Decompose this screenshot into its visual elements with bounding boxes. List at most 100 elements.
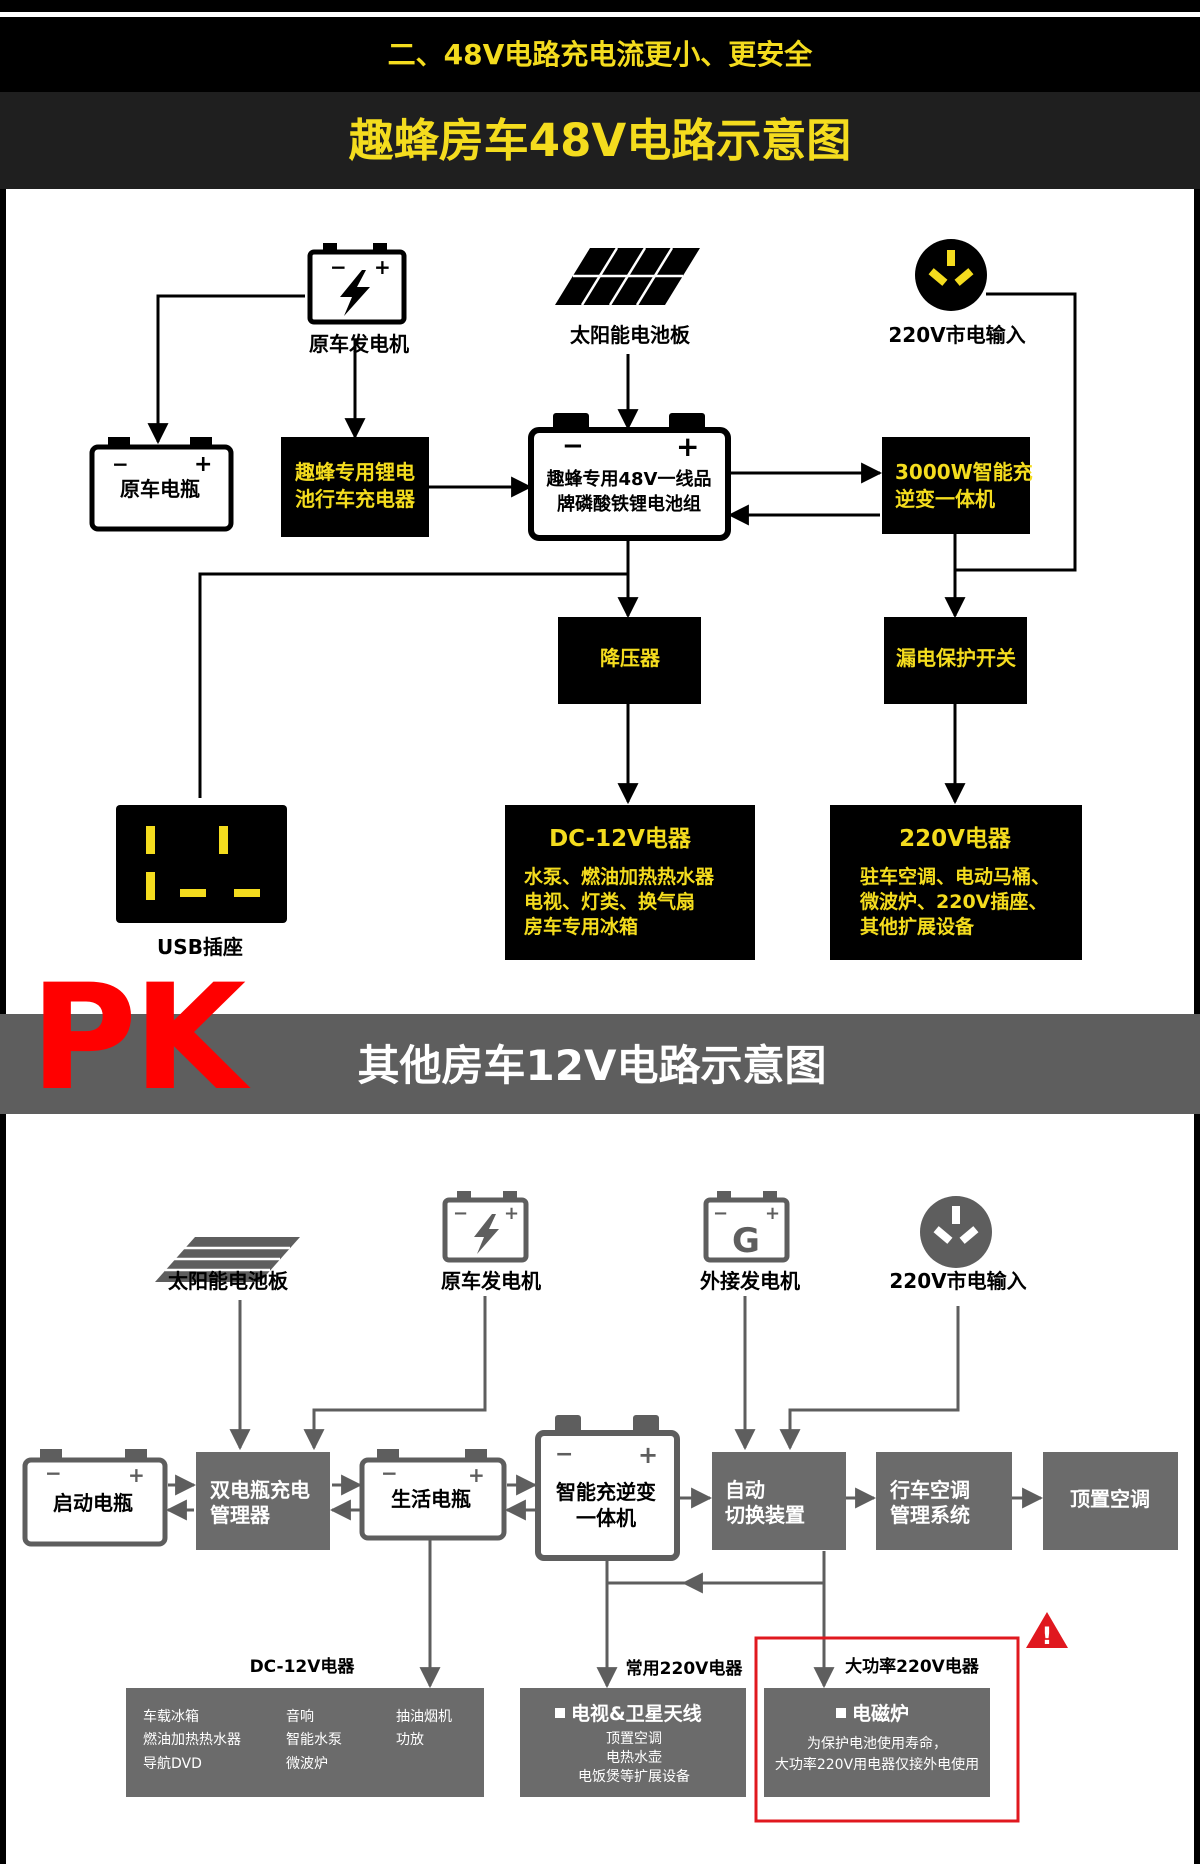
solar-panel-icon [555,247,700,306]
usb-socket-label: USB插座 [157,935,243,959]
high-power-note: 大功率220V用电器仅接外电使用 [775,1756,979,1773]
dc12-item: 抽油烟机 [396,1709,452,1725]
high-power-heading: 大功率220V电器 [845,1656,980,1677]
svg-text:+: + [676,430,699,463]
svg-text:−: − [330,255,347,279]
start-battery: − + 启动电瓶 [22,1449,168,1547]
top-dc12-line: 水泵、燃油加热热水器 [524,865,715,888]
top-dc12-title: DC-12V电器 [549,826,692,852]
svg-text:−: − [45,1461,62,1485]
svg-text:+: + [194,452,212,477]
top-charger-line2: 池行车充电器 [295,487,416,511]
house-battery-label: 生活电瓶 [391,1487,471,1511]
top-ac220-box: 220V电器 驻车空调、电动马桶、 微波炉、220V插座、 其他扩展设备 [830,805,1082,960]
top-dc12-line: 电视、灯类、换气扇 [524,890,695,913]
dc12-item: 燃油加热热水器 [143,1731,241,1748]
bottom-alternator-label: 原车发电机 [441,1269,541,1293]
top-car-battery: − + 原车电瓶 [89,437,234,532]
top-ac220-title: 220V电器 [899,826,1012,852]
top-ac220-line: 其他扩展设备 [860,915,975,938]
dual-charger-line2: 管理器 [210,1503,271,1527]
svg-text:+: + [468,1463,485,1487]
common-220v-line: 顶置空调 [606,1731,662,1747]
bottom-dc12-box: 车载冰箱 燃油加热热水器 导航DVD 音响 智能水泵 微波炉 抽油烟机 功放 [126,1688,484,1797]
dc12-item: 导航DVD [143,1756,202,1772]
svg-text:−: − [453,1203,468,1224]
bottom-inverter: − + 智能充逆变 一体机 [535,1415,680,1561]
svg-text:+: + [504,1203,519,1224]
dc12-item: 功放 [396,1732,424,1748]
top-main-battery: − + 趣蜂专用48V一线品 牌磷酸铁锂电池组 [528,413,731,541]
external-generator-icon: − + G [703,1191,790,1263]
dc12-item: 车载冰箱 [143,1708,199,1725]
svg-text:+: + [374,255,391,279]
bottom-dc12-heading: DC-12V电器 [250,1656,356,1677]
step-down-label: 降压器 [600,646,661,670]
bottom-inverter-line1: 智能充逆变 [556,1480,656,1504]
top-inverter-box: 3000W智能充 逆变一体机 [882,437,1033,534]
top-main-battery-line1: 趣蜂专用48V一线品 [546,468,712,490]
bottom-connectors [165,1296,1044,1689]
warning-icon: ! [1026,1612,1068,1650]
leakage-switch-box: 漏电保护开关 [884,617,1027,704]
bottom-mains-label: 220V市电输入 [889,1269,1026,1293]
top-dc12-box: DC-12V电器 水泵、燃油加热热水器 电视、灯类、换气扇 房车专用冰箱 [505,805,755,960]
dc12-item: 音响 [286,1708,314,1725]
dual-charger-line1: 双电瓶充电 [210,1478,310,1502]
svg-text:+: + [765,1203,780,1224]
drive-ac-line2: 管理系统 [890,1503,970,1527]
common-220v-title: 电视&卫星天线 [571,1702,702,1725]
top-inverter-line1: 3000W智能充 [895,460,1033,484]
step-down-box: 降压器 [558,617,701,704]
svg-text:−: − [562,431,584,461]
top-dc12-line: 房车专用冰箱 [524,915,638,938]
dual-charger-box: 双电瓶充电 管理器 [196,1452,330,1550]
common-220v-line: 电热水壶 [606,1750,662,1766]
top-ac220-line: 微波炉、220V插座、 [859,890,1047,913]
auto-switch-box: 自动 切换装置 [712,1452,846,1550]
drive-ac-box: 行车空调 管理系统 [876,1452,1012,1550]
common-220v-line: 电饭煲等扩展设备 [578,1768,690,1785]
alternator-battery-icon: − + [307,243,407,325]
house-battery: − + 生活电瓶 [359,1449,507,1541]
top-main-battery-line2: 牌磷酸铁锂电池组 [557,493,701,515]
top-ac220-line: 驻车空调、电动马桶、 [860,865,1050,888]
top-solar-label: 太阳能电池板 [570,323,691,347]
top-car-battery-label: 原车电瓶 [120,477,200,501]
top-connectors [147,292,1077,805]
bottom-alternator-icon: − + [442,1191,529,1263]
dc12-item: 微波炉 [286,1756,328,1772]
mains-outlet-icon [915,239,987,311]
high-power-note: 为保护电池使用寿命， [807,1735,947,1752]
section-title: 二、48V电路充电流更小、更安全 [388,38,814,71]
dc12-item: 智能水泵 [286,1732,342,1748]
svg-text:−: − [555,1442,573,1467]
start-battery-label: 启动电瓶 [53,1491,133,1515]
common-220v-box: 电视&卫星天线 顶置空调 电热水壶 电饭煲等扩展设备 [520,1688,746,1797]
top-diagram-title: 趣蜂房车48V电路示意图 [349,114,851,167]
high-power-highlight-frame [754,1636,1020,1823]
generator-symbol: G [732,1221,760,1261]
svg-text:−: − [713,1203,728,1224]
high-power-title: 电磁炉 [852,1702,909,1725]
bottom-mains-outlet-icon [920,1196,992,1268]
roof-ac-box: 顶置空调 [1043,1452,1178,1550]
svg-text:+: + [638,1441,658,1469]
top-charger-box: 趣蜂专用锂电 池行车充电器 [281,437,429,537]
high-power-box: 电磁炉 为保护电池使用寿命， 大功率220V用电器仅接外电使用 [764,1688,990,1797]
top-alternator-label: 原车发电机 [309,332,409,356]
auto-switch-line1: 自动 [725,1478,765,1502]
bottom-solar-label: 太阳能电池板 [168,1269,289,1293]
usb-socket-icon [116,805,287,923]
svg-text:−: − [381,1461,398,1485]
pk-label: PK [30,953,251,1123]
top-inverter-line2: 逆变一体机 [895,487,995,511]
drive-ac-line1: 行车空调 [889,1478,970,1502]
top-charger-line1: 趣蜂专用锂电 [294,460,415,484]
bottom-diagram-title: 其他房车12V电路示意图 [358,1041,827,1090]
common-220v-heading: 常用220V电器 [626,1658,744,1679]
svg-text:−: − [112,452,129,476]
auto-switch-line2: 切换装置 [725,1503,805,1527]
